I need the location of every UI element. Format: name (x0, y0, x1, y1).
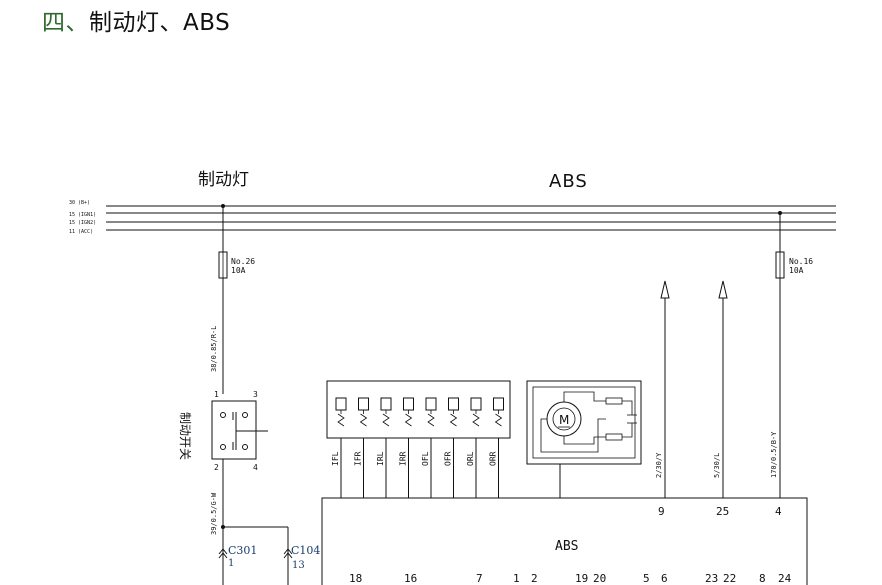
valve-label: IFR (354, 451, 363, 466)
wire-label-pin9: 2/30/Y (655, 452, 663, 478)
valve-label: OFR (444, 451, 453, 466)
fuse-26-rating: 10A (231, 266, 246, 275)
switch-pin-3: 3 (253, 390, 258, 399)
power-bus: 30 (B+) 15 (IGN1) 15 (IGN2) 11 (ACC) (69, 200, 836, 235)
abs-pin-16: 16 (404, 572, 417, 585)
valve-block (326, 380, 511, 439)
switch-pin-1: 1 (214, 390, 219, 399)
title-text: 制动灯、ABS (89, 10, 231, 36)
wire-label-pin4: 170/0.5/B-Y (770, 431, 778, 478)
abs-pin-24: 24 (778, 572, 792, 585)
valve-group: IFL IFR IRL IRR OFL OFR ORL ORR (331, 397, 504, 498)
section-brake-light: 制动灯 (198, 170, 249, 190)
valve-irr: IRR (399, 397, 414, 498)
abs-pin-8: 8 (759, 572, 766, 585)
wire-label-pin25: 5/30/L (713, 453, 721, 478)
valve-ifr: IFR (354, 397, 369, 498)
valve-orl: ORL (466, 397, 482, 498)
switch-label: 制动开关 (178, 412, 192, 460)
bus-label-ign2: 15 (IGN2) (69, 220, 96, 226)
abs-pin-2: 2 (531, 572, 538, 585)
valve-ofl: OFL (421, 397, 437, 498)
bus-label-ign1: 15 (IGN1) (69, 212, 96, 218)
abs-module-label: ABS (555, 539, 578, 554)
connector-c104-pin: 13 (292, 560, 305, 571)
abs-pin-7: 7 (476, 572, 483, 585)
title-number: 四、 (42, 10, 89, 36)
fuse-16-rating: 10A (789, 266, 804, 275)
switch-pin-4: 4 (253, 463, 258, 472)
valve-label: ORL (466, 451, 475, 466)
abs-pin-20: 20 (593, 572, 606, 585)
valve-label: ORR (489, 451, 498, 466)
page-title: 四、制动灯、ABS (42, 3, 230, 37)
abs-pin-5: 5 (643, 572, 650, 585)
fuse-26-number: No.26 (231, 257, 255, 266)
abs-pin-6: 6 (661, 572, 668, 585)
switch-pin-2: 2 (214, 463, 219, 472)
valve-ofr: OFR (444, 397, 459, 498)
valve-ifl: IFL (331, 397, 347, 498)
connector-c301-pin: 1 (228, 558, 234, 569)
abs-module (321, 497, 808, 585)
abs-pin-25: 25 (716, 505, 729, 518)
abs-pin-1: 1 (513, 572, 520, 585)
brake-switch (211, 400, 257, 460)
arrow-up-icon (660, 280, 670, 299)
valve-label: OFL (421, 451, 430, 466)
valve-label: IFL (331, 451, 340, 466)
connector-c104-icon (283, 548, 293, 555)
connector-c104-name: C104 (291, 544, 320, 557)
connector-c301-icon (218, 548, 228, 555)
motor-label: M (559, 413, 569, 427)
valve-orr: ORR (489, 397, 504, 498)
abs-circuit: IFL IFR IRL IRR OFL OFR ORL ORR M 2/30/Y 5/30/L… (321, 213, 813, 585)
valve-label: IRL (376, 451, 385, 466)
connector-c301-name: C301 (228, 544, 257, 557)
fuse-16-number: No.16 (789, 257, 813, 266)
pump-motor-block (526, 380, 642, 465)
wire-label-brake-out: 39/0.5/G-W (210, 492, 218, 535)
abs-pin-19: 19 (575, 572, 588, 585)
abs-pin-22: 22 (723, 572, 736, 585)
abs-pin-23: 23 (705, 572, 718, 585)
bus-label-b-plus: 30 (B+) (69, 200, 90, 206)
abs-pin-4: 4 (775, 505, 782, 518)
valve-irl: IRL (376, 397, 392, 498)
abs-pin-18: 18 (349, 572, 362, 585)
brake-light-circuit: No.26 10A 38/0.85/R-L 1 3 2 4 制动开关 39/0.… (178, 206, 320, 585)
section-abs: ABS (549, 171, 588, 192)
valve-label: IRR (399, 451, 408, 466)
abs-pin-9: 9 (658, 505, 665, 518)
arrow-up-icon (718, 280, 728, 299)
wire-label-brake-in: 38/0.85/R-L (210, 326, 218, 372)
bus-label-acc: 11 (ACC) (69, 229, 93, 235)
